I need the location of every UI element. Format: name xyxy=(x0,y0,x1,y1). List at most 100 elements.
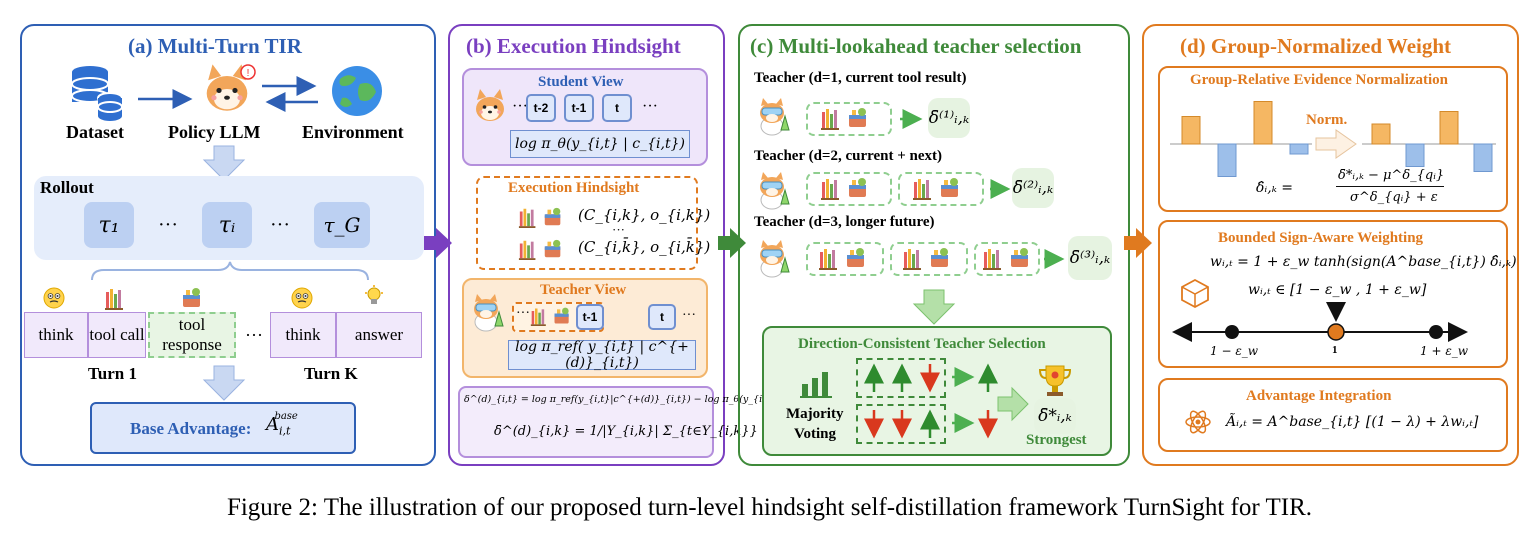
cell-think-2: think xyxy=(270,312,336,358)
axis-mid-label: 1 xyxy=(1332,344,1338,356)
grn-title: Group-Relative Evidence Normalization xyxy=(1190,72,1449,88)
teacher-1-label: Teacher (d=1, current tool result) xyxy=(754,70,967,86)
arrow-a-to-b xyxy=(424,228,452,258)
grn-formula-lhs: δ̂ᵢ,ₖ = xyxy=(1256,180,1293,196)
teacher-3-books-icon-1 xyxy=(818,246,842,270)
teacher-2-arrow xyxy=(990,179,1011,199)
vote-row-1-result xyxy=(978,363,998,392)
teacher-3-context-1 xyxy=(806,242,884,276)
bulb-icon xyxy=(362,284,386,308)
exec-books-icon-2 xyxy=(518,238,540,260)
exec-line-1: (C_{i,k}, o_{i,k}) xyxy=(578,206,711,224)
policy-dog-icon: ! xyxy=(198,64,256,118)
panel-a-title: (a) Multi-Turn TIR xyxy=(128,34,302,58)
teacher-3-books-icon-2 xyxy=(902,246,926,270)
bounded-formula-2: wᵢ,ₜ ∈ [1 − ε_w , 1 + ε_w] xyxy=(1248,282,1427,298)
teacher-3-label: Teacher (d=3, longer future) xyxy=(754,214,935,230)
grn-formula-num: δ̄*ᵢ,ₖ − μ^δ_{qᵢ} xyxy=(1338,168,1445,183)
teacher-2-context-1 xyxy=(806,172,892,206)
grn-formula-bar xyxy=(1336,186,1444,187)
base-advantage-box xyxy=(90,402,356,454)
exec-hindsight-title: Execution Hindsight xyxy=(508,180,640,196)
think-face-icon-1 xyxy=(42,286,66,310)
axis-left-label: 1 − ε_w xyxy=(1210,344,1259,358)
exec-books-icon-1 xyxy=(518,206,540,228)
exec-tool-icon-2 xyxy=(542,238,564,260)
cell-tool-response: tool response xyxy=(148,312,236,358)
majority-label: Majority xyxy=(786,406,844,422)
teacher-3-context-3 xyxy=(974,242,1040,276)
to-strongest-arrow xyxy=(997,386,1029,422)
tau-1-box: τ₁ xyxy=(84,202,134,248)
vote-row-2 xyxy=(856,404,946,444)
cell-tool-call: tool call xyxy=(88,312,146,358)
turn-1-label: Turn 1 xyxy=(88,364,137,383)
brace xyxy=(91,261,369,281)
student-dog-icon xyxy=(470,86,510,126)
tool-call-books-icon xyxy=(104,286,128,310)
delta-3: δ̄⁽³⁾ᵢ,ₖ xyxy=(1068,236,1112,280)
tool-response-icon xyxy=(180,286,204,310)
teacher-1-dog-icon xyxy=(754,96,794,136)
bounded-title: Bounded Sign-Aware Weighting xyxy=(1218,230,1424,246)
cell-answer: answer xyxy=(336,312,422,358)
vote-row-1-arrows xyxy=(864,363,940,393)
vote-row-1 xyxy=(856,358,946,398)
exec-tool-icon-1 xyxy=(542,206,564,228)
delta-1: δ̄⁽¹⁾ᵢ,ₖ xyxy=(928,98,970,138)
grn-bar-s1-0 xyxy=(1371,123,1391,145)
delta-2: δ̄⁽²⁾ᵢ,ₖ xyxy=(1012,168,1054,208)
teacher-2-tool-icon-1 xyxy=(846,176,870,200)
exec-dots: ··· xyxy=(612,222,625,237)
teacher-3-books-icon-3 xyxy=(982,246,1006,270)
exec-line-2: (C_{i,k̄}, o_{i,k̄}) xyxy=(578,238,711,256)
student-token-t-2: t-2 xyxy=(526,94,556,122)
bounded-formula-1: wᵢ,ₜ = 1 + ε_w tanh(sign(A^base_{i,t}) δ… xyxy=(1210,254,1517,270)
teacher-2-books-icon-1 xyxy=(820,176,844,200)
policy-llm-label: Policy LLM xyxy=(168,122,261,142)
axis-right-label: 1 + ε_w xyxy=(1420,344,1469,358)
bar-chart-icon xyxy=(800,372,832,398)
cell-think-1: think xyxy=(24,312,88,358)
teacher-dots-right: ··· xyxy=(682,308,696,323)
strongest-label: Strongest xyxy=(1026,432,1087,448)
panel-d-title: (d) Group-Normalized Weight xyxy=(1180,34,1452,58)
teacher-3-dog-icon xyxy=(754,238,794,278)
student-token-t: t xyxy=(602,94,632,122)
tau-dots-1: ··· xyxy=(158,213,178,236)
grn-bar-s1-3 xyxy=(1473,143,1493,172)
base-advantage-math: Ai,tbase xyxy=(266,411,298,438)
teacher-3-tool-icon-1 xyxy=(844,246,868,270)
voting-label: Voting xyxy=(794,426,836,442)
adv-integration-title: Advantage Integration xyxy=(1246,388,1392,404)
teacher-2-tool-icon-2 xyxy=(938,176,962,200)
svg-text:!: ! xyxy=(247,68,250,79)
environment-label: Environment xyxy=(302,122,404,142)
tau-i-box: τᵢ xyxy=(202,202,252,248)
bounded-box xyxy=(1158,220,1508,368)
trophy-icon xyxy=(1038,365,1072,396)
vote-row-2-result xyxy=(978,410,998,439)
weight-axis xyxy=(1172,302,1468,342)
grn-bar-s1-2 xyxy=(1439,111,1459,145)
student-dots-left: ··· xyxy=(512,98,528,115)
grn-bar-s0-0 xyxy=(1181,116,1201,145)
panel-b-title: (b) Execution Hindsight xyxy=(466,34,681,58)
adv-integration-formula: Ãᵢ,ₜ = A^base_{i,t} [(1 − λ) + λwᵢ,ₜ] xyxy=(1226,414,1479,430)
rollout-label: Rollout xyxy=(40,178,94,197)
teacher-token-t: t xyxy=(648,304,676,330)
grn-bar-s0-3 xyxy=(1289,143,1309,155)
cell-dots: ··· xyxy=(245,324,263,345)
atom-icon xyxy=(1185,410,1211,434)
teacher-token-t-1: t-1 xyxy=(576,304,604,330)
globe-icon xyxy=(332,66,382,116)
turn-k-label: Turn K xyxy=(304,364,358,383)
teacher-dots-left: ··· xyxy=(516,306,530,321)
student-dots-right: ··· xyxy=(642,98,658,115)
teacher-3-context-2 xyxy=(890,242,968,276)
teacher-2-books-icon-2 xyxy=(912,176,936,200)
arrows-policy-environment xyxy=(262,76,318,112)
dataset-label: Dataset xyxy=(66,122,124,142)
grn-bar-s0-1 xyxy=(1217,143,1237,177)
panel-c-title: (c) Multi-lookahead teacher selection xyxy=(750,34,1082,58)
